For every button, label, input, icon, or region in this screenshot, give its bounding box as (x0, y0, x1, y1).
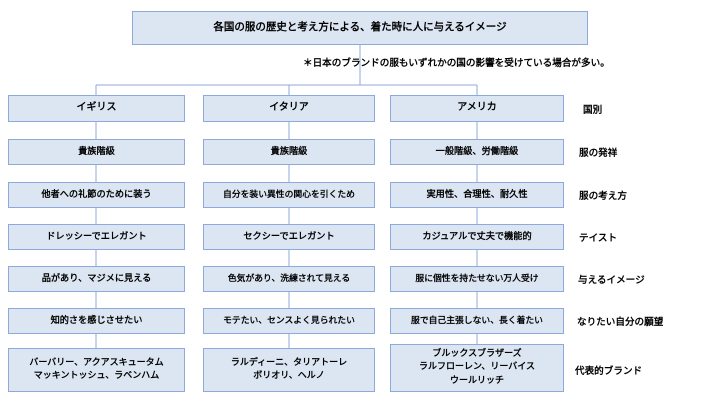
cell-italy-philosophy: 自分を装い異性の関心を引くため (203, 182, 375, 208)
cell-italy-desire: モテたい、センスよく見られたい (203, 308, 375, 334)
cell-uk-impression: 品があり、マジメに見える (8, 266, 185, 292)
cell-uk-desire: 知的さを感じさせたい (8, 308, 185, 334)
country-header-uk: イギリス (8, 95, 185, 122)
cell-america-origin: 一般階級、労働階級 (390, 139, 564, 165)
cell-america-brands: ブルックスブラザーズ ラルフローレン、リーバイス ウールリッチ (390, 344, 564, 392)
cell-uk-origin: 貴族階級 (8, 139, 185, 165)
row-label-origin: 服の発祥 (579, 148, 618, 159)
cell-uk-taste: ドレッシーでエレガント (8, 224, 185, 250)
row-label-taste: テイスト (579, 233, 618, 244)
cell-america-desire: 服で自己主張しない、長く着たい (390, 308, 564, 334)
diagram-title-box: 各国の服の歴史と考え方による、着た時に人に与えるイメージ (132, 11, 588, 45)
row-label-philosophy: 服の考え方 (579, 191, 627, 202)
country-header-italy: イタリア (203, 95, 375, 122)
cell-uk-philosophy: 他者への礼節のために装う (8, 182, 185, 208)
cell-uk-brands: バーバリー、アクアスキュータム マッキントッシュ、ラベンハム (8, 348, 185, 392)
cell-italy-taste: セクシーでエレガント (203, 224, 375, 250)
cell-america-impression: 服に個性を持たせない万人受け (390, 266, 564, 292)
cell-italy-brands: ラルディーニ、タリアトーレ ボリオリ、ヘルノ (203, 348, 375, 392)
row-label-impression: 与えるイメージ (578, 275, 645, 286)
row-label-country: 国別 (583, 104, 603, 116)
footnote-text: ＊日本のブランドの服もいずれかの国の影響を受けている場合が多い。 (303, 58, 610, 69)
country-header-america: アメリカ (390, 95, 564, 122)
row-label-desire: なりたい自分の願望 (577, 317, 664, 328)
row-label-brands: 代表的ブランド (575, 366, 643, 377)
cell-america-taste: カジュアルで丈夫で機能的 (390, 224, 564, 250)
cell-italy-impression: 色気があり、洗練されて見える (203, 266, 375, 292)
cell-italy-origin: 貴族階級 (203, 139, 375, 165)
cell-america-philosophy: 実用性、合理性、耐久性 (390, 182, 564, 208)
